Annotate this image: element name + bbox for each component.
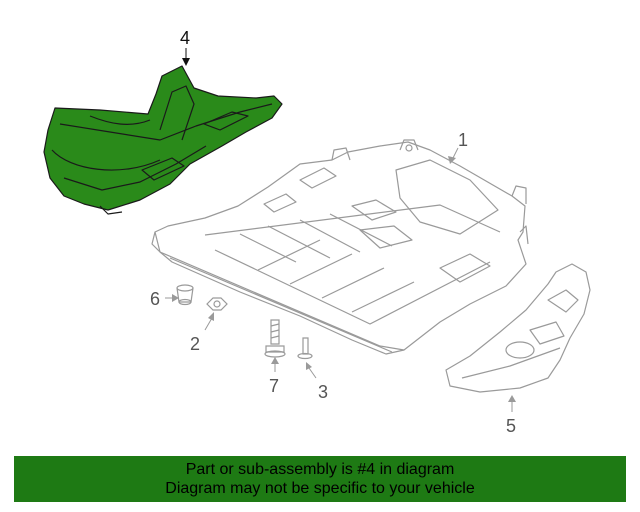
callout-7: 7 — [269, 376, 279, 396]
callout-4: 4 — [180, 28, 190, 48]
callout-6: 6 — [150, 289, 160, 309]
part-2-nut[interactable] — [206, 297, 228, 311]
banner-line-part: Part or sub-assembly is #4 in diagram — [185, 461, 455, 478]
part-1-lower-cover[interactable] — [151, 139, 529, 355]
part-6-sleeve[interactable] — [176, 284, 194, 306]
part-4-side-cover-highlighted[interactable] — [43, 65, 283, 215]
callout-5: 5 — [506, 416, 516, 436]
part-5-small-cover[interactable] — [445, 263, 591, 393]
callout-1: 1 — [458, 130, 468, 150]
callout-2: 2 — [190, 334, 200, 354]
part-7-bolt[interactable] — [264, 319, 286, 358]
callout-3: 3 — [318, 382, 328, 402]
leader-lines — [165, 48, 516, 412]
parts-diagram: 4 1 6 2 7 3 5 — [43, 28, 591, 436]
banner-line-disclaimer: Diagram may not be specific to your vehi… — [165, 480, 475, 497]
info-banner: Part or sub-assembly is #4 in diagram Di… — [14, 456, 626, 502]
part-3-screw[interactable] — [297, 337, 313, 360]
